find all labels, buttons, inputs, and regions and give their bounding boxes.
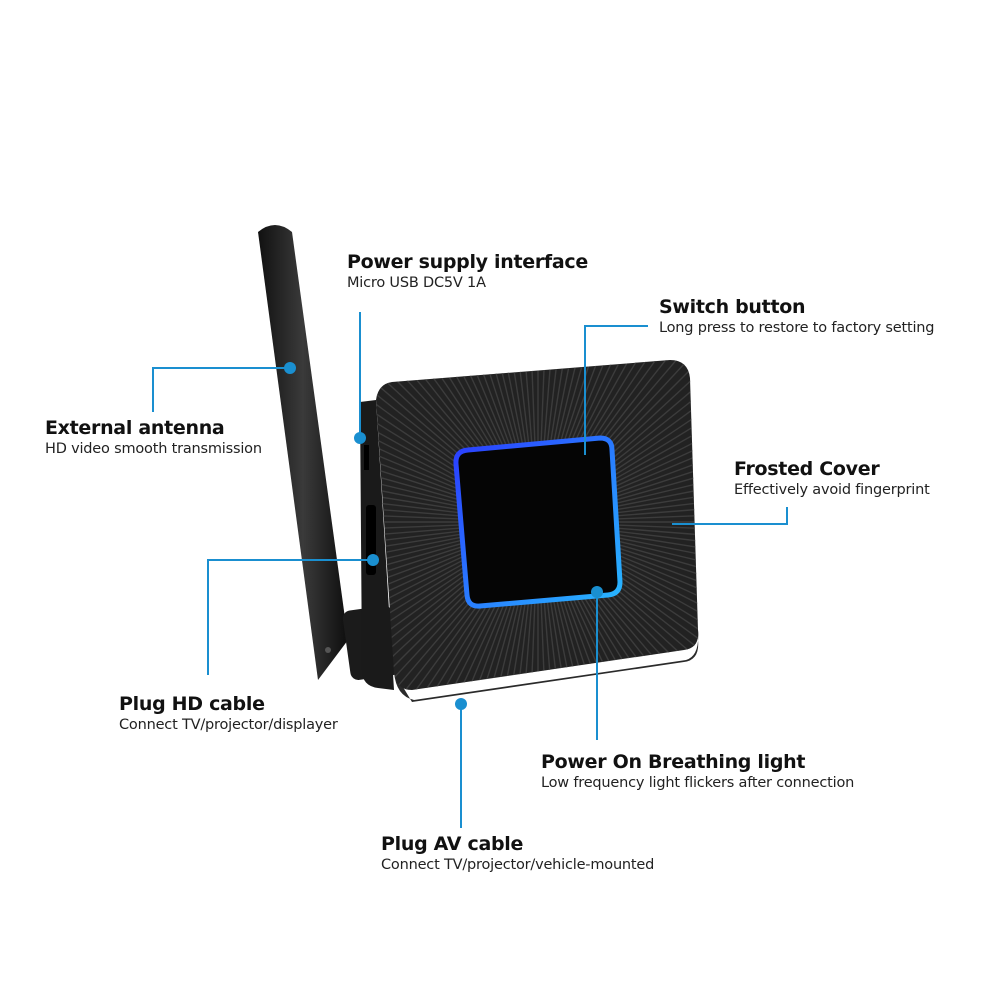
callout-title: External antenna <box>45 417 225 439</box>
device-side <box>360 400 394 690</box>
cover-texture-line <box>376 450 481 507</box>
cover-texture-line <box>376 554 489 668</box>
cover-texture-line <box>562 360 648 468</box>
callout-title: Switch button <box>659 296 806 318</box>
cover-texture-line <box>553 360 610 465</box>
cover-texture-line <box>594 431 699 502</box>
callout-subtitle: Effectively avoid fingerprint <box>734 482 930 498</box>
cover-texture-line <box>376 552 488 659</box>
cover-texture-line <box>594 539 699 604</box>
cover-texture-line <box>410 360 510 470</box>
callout-av: Plug AV cable Connect TV/projector/vehic… <box>381 833 654 875</box>
cover-texture-line <box>376 412 484 498</box>
cover-texture-line <box>419 360 512 469</box>
cover-texture-line <box>456 578 521 690</box>
callout-title: Plug AV cable <box>381 833 524 855</box>
cover-texture-line <box>555 360 620 466</box>
switch-button <box>453 435 623 609</box>
callout-cover: Frosted Cover Effectively avoid fingerpr… <box>734 458 930 500</box>
cover-texture-line <box>392 360 506 473</box>
cover-texture-line <box>596 533 699 574</box>
cover-texture-line <box>568 572 675 690</box>
callout-title: Power supply interface <box>347 251 588 273</box>
switch-leader <box>584 325 648 455</box>
cover-texture-line <box>376 421 483 500</box>
cover-texture-line <box>590 394 699 494</box>
cover-texture-line <box>595 450 699 507</box>
cover-texture-line <box>592 412 699 498</box>
callout-title: Power On Breathing light <box>541 751 806 773</box>
callout-subtitle: Low frequency light flickers after conne… <box>541 775 855 791</box>
cover-texture-line <box>376 542 482 613</box>
cover-texture-line <box>588 385 699 492</box>
cover-texture-line <box>466 579 523 690</box>
cover-texture-line <box>593 421 699 500</box>
cover-texture-line <box>376 548 485 641</box>
cover-texture-line <box>596 535 699 584</box>
cover-texture-line <box>376 546 484 632</box>
cover-texture-line <box>447 578 518 690</box>
cover-texture-line <box>376 460 480 509</box>
callout-subtitle: HD video smooth transmission <box>45 441 262 457</box>
cover-texture-line <box>376 544 483 623</box>
cover-texture-line <box>591 403 699 496</box>
callout-switch: Switch button Long press to restore to f… <box>659 296 935 338</box>
cover-texture-line <box>376 440 482 505</box>
antenna-leader <box>152 367 290 412</box>
cover-texture-line <box>558 360 629 466</box>
cover-texture-line <box>592 546 699 632</box>
callout-power: Power supply interface Micro USB DC5V 1A <box>347 251 588 293</box>
cover-texture-line <box>376 431 482 502</box>
hd-leader <box>207 559 373 675</box>
callout-subtitle: Connect TV/projector/vehicle-mounted <box>381 857 655 873</box>
cover-texture-line <box>376 556 490 676</box>
usb-port <box>364 445 369 470</box>
callout-title: Plug HD cable <box>119 693 265 715</box>
cover-texture-line <box>437 577 516 690</box>
cover-leader <box>672 507 788 525</box>
cover-texture-line <box>560 360 639 467</box>
callout-subtitle: Connect TV/projector/displayer <box>119 717 338 733</box>
callout-title: Frosted Cover <box>734 458 880 480</box>
cover-texture-line <box>595 537 699 594</box>
callout-antenna: External antenna HD video smooth transmi… <box>45 417 262 459</box>
cover-texture-line <box>594 542 699 613</box>
callout-subtitle: Micro USB DC5V 1A <box>347 275 486 291</box>
cover-texture-line <box>401 360 508 472</box>
cover-texture-line <box>376 550 486 650</box>
cover-texture-line <box>428 360 514 468</box>
callout-light: Power On Breathing light Low frequency l… <box>541 751 854 793</box>
callout-hd: Plug HD cable Connect TV/projector/displ… <box>119 693 338 735</box>
cover-texture-line <box>594 440 699 505</box>
cover-texture-line <box>570 571 684 690</box>
callout-subtitle: Long press to restore to factory setting <box>659 320 935 336</box>
cover-texture-line <box>593 544 699 623</box>
